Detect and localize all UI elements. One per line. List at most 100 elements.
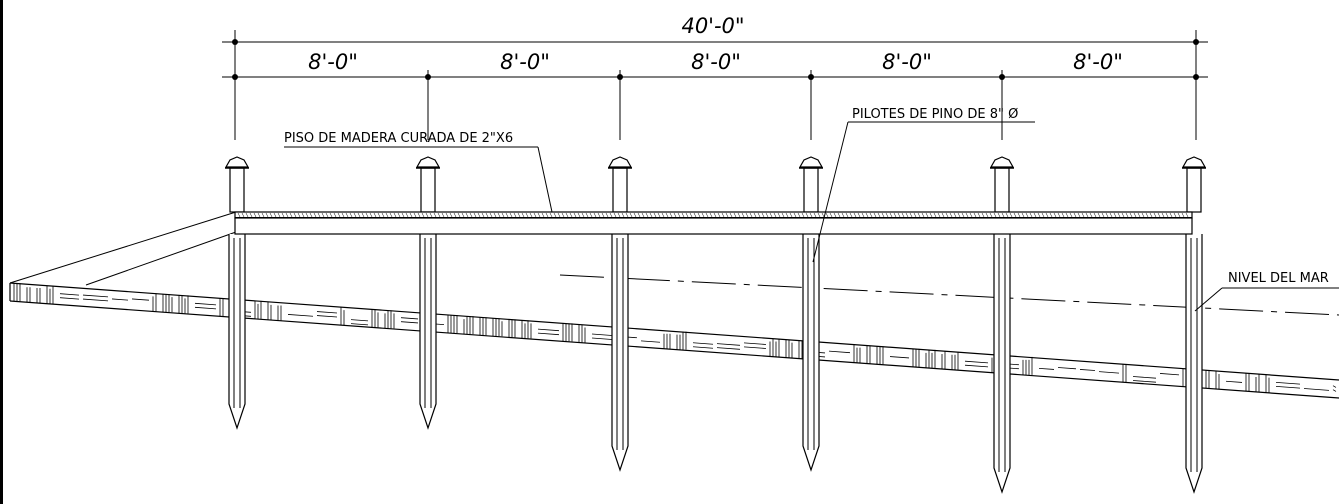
- deck-grain: [329, 212, 333, 218]
- seabed-stroke: [350, 319, 369, 322]
- deck-grain: [349, 212, 353, 218]
- seabed-stroke: [350, 323, 369, 326]
- deck-grain: [1121, 212, 1125, 218]
- deck-grain: [421, 212, 425, 218]
- deck-grain: [629, 212, 633, 218]
- deck-grain: [1113, 212, 1117, 218]
- deck-grain: [429, 212, 433, 218]
- deck-grain: [869, 212, 873, 218]
- deck-grain: [337, 212, 341, 218]
- seabed-stroke: [1159, 373, 1180, 376]
- deck-grain: [849, 212, 853, 218]
- deck-grain: [477, 212, 481, 218]
- deck-grain: [789, 212, 793, 218]
- pile-cap: [415, 156, 441, 168]
- seabed-stroke: [964, 364, 989, 368]
- seabed-stroke: [1225, 380, 1243, 383]
- deck-grain: [833, 212, 837, 218]
- deck-grain: [1053, 212, 1057, 218]
- deck-grain: [505, 212, 509, 218]
- seabed-stroke: [59, 293, 80, 296]
- pile-cap: [224, 156, 250, 168]
- deck-grain: [589, 212, 593, 218]
- seabed-stroke: [194, 306, 217, 310]
- pile: [1181, 156, 1207, 494]
- deck-grain: [741, 212, 745, 218]
- pile: [989, 156, 1015, 494]
- deck-grain: [325, 212, 329, 218]
- deck-grain: [693, 212, 697, 218]
- deck-grain: [925, 212, 929, 218]
- seabed-stroke: [1332, 389, 1337, 392]
- deck-grain: [793, 212, 797, 218]
- deck-grain: [817, 212, 821, 218]
- deck-grain: [449, 212, 453, 218]
- deck-grain: [805, 212, 809, 218]
- deck-grain: [365, 212, 369, 218]
- deck-grain: [457, 212, 461, 218]
- deck-grain: [889, 212, 893, 218]
- deck-grain: [445, 212, 449, 218]
- deck-grain: [377, 212, 381, 218]
- deck-grain: [541, 212, 545, 218]
- bay-dimension-5: 8'-0": [1073, 50, 1123, 74]
- deck-grain: [309, 212, 313, 218]
- deck-grain: [989, 212, 993, 218]
- pile-shaft: [419, 234, 437, 430]
- deck-grain: [1021, 212, 1025, 218]
- deck-grain: [353, 212, 357, 218]
- deck-grain: [525, 212, 529, 218]
- seabed-stroke: [1132, 380, 1157, 383]
- deck-grain: [241, 212, 245, 218]
- deck-grain: [569, 212, 573, 218]
- pile-post: [229, 167, 245, 213]
- deck-grain: [881, 212, 885, 218]
- pile: [224, 156, 250, 430]
- seabed-top-line: [9, 282, 1339, 381]
- deck-grain: [853, 212, 857, 218]
- deck-grain: [1045, 212, 1049, 218]
- deck-grain: [997, 212, 1001, 218]
- seabed-stroke: [131, 298, 150, 301]
- deck-grain: [473, 212, 477, 218]
- seabed-stroke: [692, 342, 714, 345]
- deck-grain: [1169, 212, 1173, 218]
- deck-grain: [669, 212, 673, 218]
- deck-grain: [981, 212, 985, 218]
- deck-grain: [357, 212, 361, 218]
- deck-grain: [657, 212, 661, 218]
- deck-grain: [1029, 212, 1033, 218]
- deck-grain: [1097, 212, 1101, 218]
- deck-grain: [481, 212, 485, 218]
- deck-grain: [813, 212, 817, 218]
- deck-grain: [257, 212, 261, 218]
- deck-label: PISO DE MADERA CURADA DE 2"X6: [284, 131, 513, 146]
- deck-label-group: PISO DE MADERA CURADA DE 2"X6: [284, 131, 553, 213]
- deck-grain: [609, 212, 613, 218]
- deck-grain: [597, 212, 601, 218]
- deck-grain: [433, 212, 437, 218]
- deck-grain: [857, 212, 861, 218]
- sea-level-label-group: NIVEL DEL MAR: [1194, 271, 1339, 312]
- deck-grain: [625, 212, 629, 218]
- deck-grain: [1017, 212, 1021, 218]
- deck-grain: [441, 212, 445, 218]
- seabed-stroke: [82, 298, 109, 302]
- deck-grain: [489, 212, 493, 218]
- deck-grain: [593, 212, 597, 218]
- deck-grain: [917, 212, 921, 218]
- pile: [798, 156, 824, 472]
- deck-grain: [865, 212, 869, 218]
- deck-grain: [301, 212, 305, 218]
- deck-grain: [1085, 212, 1089, 218]
- deck-grain: [905, 212, 909, 218]
- seabed-stroke: [82, 294, 109, 298]
- deck-grain: [621, 212, 625, 218]
- deck-grain: [497, 212, 501, 218]
- deck-grain: [1001, 212, 1005, 218]
- deck-grain: [1061, 212, 1065, 218]
- deck-grain: [801, 212, 805, 218]
- deck-grain: [425, 212, 429, 218]
- deck-grain: [705, 212, 709, 218]
- pile-post: [1186, 167, 1202, 213]
